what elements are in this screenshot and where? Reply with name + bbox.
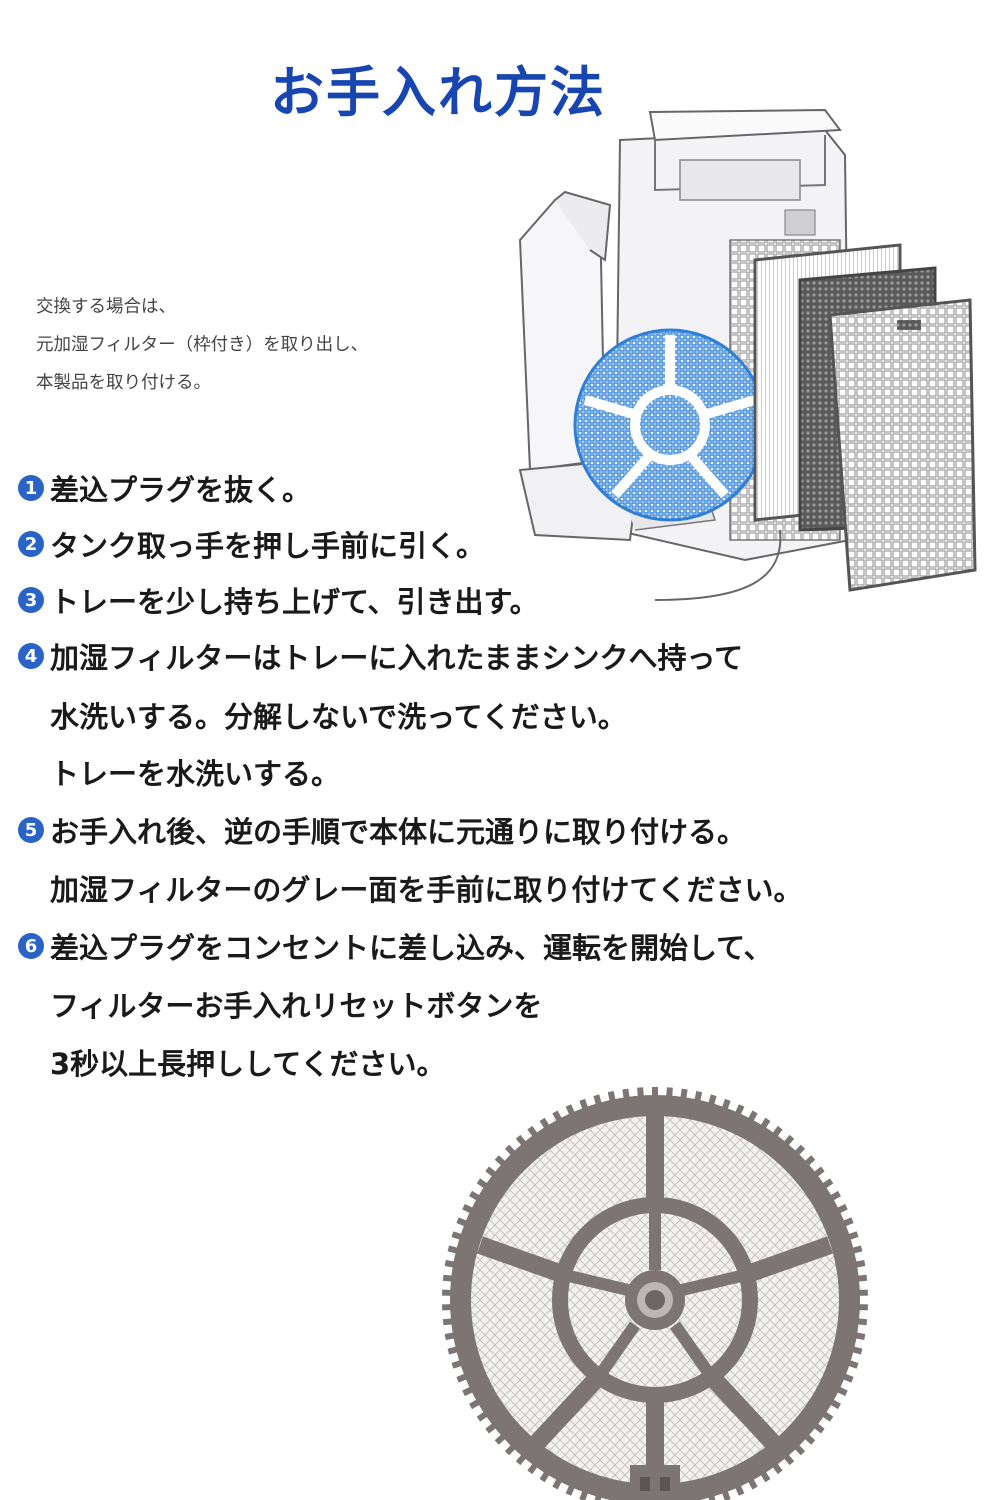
step-4: 4 加湿フィルターはトレーに入れたままシンクへ持って bbox=[18, 636, 743, 676]
step-text: 差込プラグを抜く。 bbox=[50, 473, 312, 507]
step-3: 3 トレーを少し持ち上げて、引き出す。 bbox=[18, 580, 539, 620]
gear-tooth bbox=[637, 1087, 644, 1098]
gear-tooth bbox=[680, 1088, 688, 1100]
gear-tooth bbox=[857, 1289, 868, 1296]
gear-tooth bbox=[442, 1289, 453, 1296]
step-number-badge: 6 bbox=[18, 933, 44, 959]
step-number-badge: 3 bbox=[18, 587, 44, 613]
step-6-line-2: フィルターお手入れリセットボタンを bbox=[50, 989, 543, 1023]
step-6: 6 差込プラグをコンセントに差し込み、運転を開始して、 bbox=[18, 926, 773, 966]
step-text: タンク取っ手を押し手前に引く。 bbox=[50, 529, 486, 563]
step-4-line-3: トレーを水洗いする。 bbox=[50, 757, 341, 791]
step-number-badge: 5 bbox=[18, 817, 44, 843]
step-number-badge: 1 bbox=[18, 475, 44, 501]
gear-tooth bbox=[856, 1274, 868, 1282]
gear-tooth bbox=[666, 1087, 673, 1098]
air-purifier-illustration bbox=[518, 108, 977, 601]
gear-tooth bbox=[622, 1088, 630, 1100]
step-text: お手入れ後、逆の手順で本体に元通りに取り付ける。 bbox=[50, 815, 747, 849]
step-5: 5 お手入れ後、逆の手順で本体に元通りに取り付ける。 bbox=[18, 810, 746, 850]
blue-humidifier-filter bbox=[573, 328, 767, 522]
step-1: 1 差込プラグを抜く。 bbox=[18, 468, 311, 508]
step-text: トレーを少し持ち上げて、引き出す。 bbox=[50, 585, 539, 619]
step-5-line-2: 加湿フィルターのグレー面を手前に取り付けてください。 bbox=[50, 873, 803, 907]
humidifier-filter-photo bbox=[442, 1087, 868, 1500]
step-4-line-2: 水洗いする。分解しないで洗ってください。 bbox=[50, 700, 627, 734]
step-2: 2 タンク取っ手を押し手前に引く。 bbox=[18, 524, 485, 564]
step-text: 加湿フィルターはトレーに入れたままシンクへ持って bbox=[50, 641, 744, 675]
gear-tooth bbox=[442, 1304, 453, 1311]
replacement-note: 交換する場合は、 元加湿フィルター（枠付き）を取り出し、 本製品を取り付ける。 bbox=[36, 288, 506, 402]
note-line: 交換する場合は、 bbox=[36, 297, 176, 317]
gear-tooth bbox=[442, 1318, 454, 1326]
gear-tooth bbox=[652, 1087, 658, 1097]
note-line: 本製品を取り付ける。 bbox=[36, 373, 211, 393]
step-text: 差込プラグをコンセントに差し込み、運転を開始して、 bbox=[50, 931, 773, 965]
gear-tooth bbox=[857, 1304, 868, 1311]
step-number-badge: 4 bbox=[18, 643, 44, 669]
gear-tooth bbox=[856, 1318, 868, 1326]
note-line: 元加湿フィルター（枠付き）を取り出し、 bbox=[36, 335, 369, 355]
step-6-line-3: 3秒以上長押ししてください。 bbox=[50, 1047, 446, 1081]
gear-tooth bbox=[442, 1274, 454, 1282]
page-title: お手入れ方法 bbox=[270, 61, 606, 124]
step-number-badge: 2 bbox=[18, 531, 44, 557]
